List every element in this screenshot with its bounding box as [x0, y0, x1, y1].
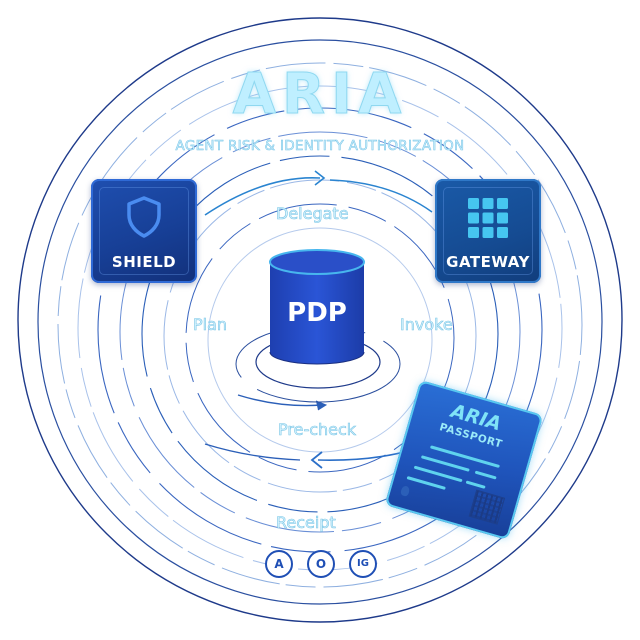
gateway-tile[interactable]: GATEWAY — [435, 179, 541, 283]
database-cylinder-icon[interactable] — [268, 248, 366, 366]
gateway-label: GATEWAY — [446, 253, 530, 271]
seal-icon — [399, 485, 411, 497]
tile-frame — [99, 187, 189, 275]
badge-o[interactable]: O — [307, 550, 335, 578]
grid-icon — [467, 197, 509, 243]
flow-step-invoke: Invoke — [400, 315, 453, 335]
badge-a[interactable]: A — [265, 550, 293, 578]
flow-step-receipt: Receipt — [276, 513, 336, 533]
passport-line — [465, 480, 486, 489]
app-title: ARIA — [232, 62, 408, 128]
passport-line — [406, 476, 446, 490]
pdp-label: PDP — [287, 298, 347, 328]
qr-code-icon — [468, 489, 506, 525]
passport-line — [429, 445, 500, 469]
shield-tile[interactable]: SHIELD — [91, 179, 197, 283]
badge-row: A O IG — [265, 550, 377, 578]
app-subtitle: AGENT RISK & IDENTITY AUTHORIZATION — [175, 138, 465, 155]
flow-step-delegate: Delegate — [276, 204, 349, 224]
shield-label: SHIELD — [111, 253, 177, 271]
flow-step-plan: Plan — [193, 315, 228, 335]
badge-ig[interactable]: IG — [349, 550, 377, 578]
shield-icon — [125, 195, 163, 243]
passport-line — [474, 470, 497, 480]
tile-frame — [443, 187, 533, 275]
flow-step-precheck: Pre-check — [278, 420, 357, 440]
